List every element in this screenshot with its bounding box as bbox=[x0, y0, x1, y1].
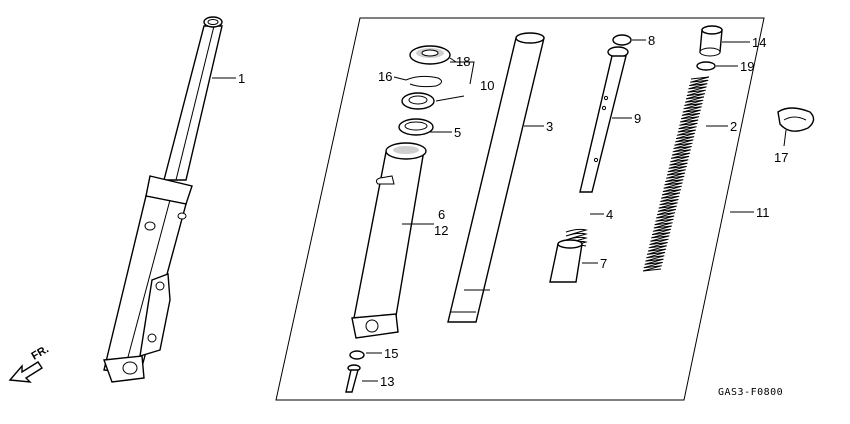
callout-17: 17 bbox=[774, 150, 788, 165]
front-direction-indicator: FR. bbox=[8, 343, 51, 383]
fork-spring-part bbox=[642, 76, 710, 272]
front-arrow-icon bbox=[8, 361, 43, 383]
dust-seal-part bbox=[409, 45, 451, 65]
callout-11: 11 bbox=[756, 205, 770, 220]
callout-18: 18 bbox=[456, 54, 470, 69]
front-direction-label: FR. bbox=[30, 343, 51, 362]
fork-cap-bolt-part bbox=[699, 25, 723, 57]
callout-8: 8 bbox=[648, 33, 655, 48]
backup-ring-part bbox=[398, 118, 434, 136]
callout-14: 14 bbox=[752, 35, 766, 50]
callout-10: 10 bbox=[480, 78, 494, 93]
callout-3: 3 bbox=[546, 119, 553, 134]
band-clip-part bbox=[777, 107, 815, 132]
fork-tube-part bbox=[447, 32, 545, 323]
socket-bolt-part bbox=[345, 364, 361, 393]
callout-15: 15 bbox=[384, 346, 398, 361]
fork-slider-part bbox=[351, 142, 427, 339]
exploded-view-frame bbox=[275, 17, 765, 401]
callout-7: 7 bbox=[600, 256, 607, 271]
washer-part bbox=[349, 350, 365, 360]
oil-seal-part bbox=[401, 92, 435, 110]
callout-13: 13 bbox=[380, 374, 394, 389]
callout-4: 4 bbox=[606, 207, 613, 222]
leader-lines bbox=[212, 39, 787, 382]
assembled-fork-drawing bbox=[103, 16, 223, 383]
damper-rod-part bbox=[579, 34, 632, 193]
stopper-ring-part bbox=[405, 75, 442, 88]
callout-16: 16 bbox=[378, 69, 392, 84]
callout-19: 19 bbox=[740, 59, 754, 74]
callout-2: 2 bbox=[730, 119, 737, 134]
callout-5: 5 bbox=[454, 125, 461, 140]
callout-9: 9 bbox=[634, 111, 641, 126]
diagram-code: GAS3-F0800 bbox=[718, 387, 783, 398]
o-ring-part bbox=[696, 61, 716, 71]
callout-6: 6 bbox=[438, 207, 445, 222]
callout-12: 12 bbox=[434, 223, 448, 238]
oil-lock-piece-part bbox=[549, 239, 583, 283]
callout-labels: 1 2 3 4 5 6 7 8 9 10 11 12 13 14 15 16 1… bbox=[238, 33, 788, 389]
callout-1: 1 bbox=[238, 71, 245, 86]
